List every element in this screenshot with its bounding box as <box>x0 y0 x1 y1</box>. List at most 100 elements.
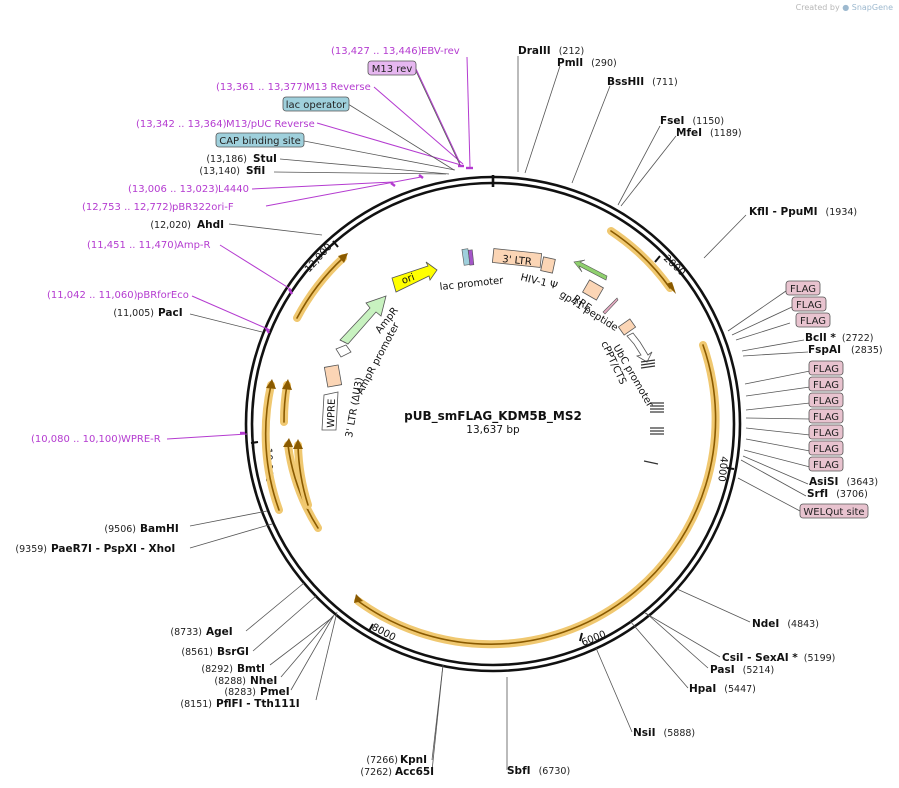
rre-block <box>582 279 604 301</box>
snapgene-credit: Created by ● SnapGene <box>796 3 893 12</box>
orf-arc-right-main <box>354 341 720 649</box>
flag-label-7: FLAG <box>813 412 839 423</box>
flag-label-1: FLAG <box>790 284 816 295</box>
credit-text: Created by <box>795 3 840 12</box>
welqut-site-label: WELQut site <box>803 507 864 518</box>
primer-lines <box>166 56 471 440</box>
enzyme-paci-pos: (11,005) <box>113 308 154 319</box>
enzyme-ndei: NdeI(4843) <box>752 618 819 630</box>
enzyme-acc65i-pos: (7262) <box>360 767 392 778</box>
enzyme-ahdi-pos: (12,020) <box>150 220 191 231</box>
primer-m13-puc-reverse: M13/pUC Reverse <box>226 119 315 130</box>
enzyme-kpni-pos: (7266) <box>366 755 398 766</box>
ltr3-block <box>491 248 543 268</box>
enzyme-agei-pos: (8733) <box>170 627 202 638</box>
primer-range-ebv-rev: (13,427 .. 13,446) <box>331 46 422 57</box>
plasmid-length: 13,637 bp <box>466 424 520 436</box>
orf-arcs <box>261 227 720 649</box>
enzyme-sfii: SfiI <box>246 165 265 177</box>
orf-arc-left-3 <box>261 379 283 514</box>
primer-wpre-r: WPRE-R <box>121 434 161 445</box>
credit-brand: SnapGene <box>851 3 893 12</box>
hiv-psi-label: HIV-1 Ψ <box>519 272 558 292</box>
ampr-arrow <box>339 295 387 345</box>
enzyme-kfli-ppumi: KflI - PpuMI(1934) <box>749 206 857 218</box>
ubc-promoter-arrow <box>626 332 653 363</box>
primer-range-amp-r: (11,451 .. 11,470) <box>87 240 178 251</box>
gp41-small-arrow <box>602 297 619 315</box>
enzyme-bmti: BmtI <box>237 663 265 675</box>
lac-operator-label: lac operator <box>286 100 347 111</box>
enzyme-bsrgi: BsrGI <box>217 646 249 658</box>
tick-6000-mark <box>579 632 583 642</box>
enzyme-sbfi: SbfI(6730) <box>507 765 570 777</box>
orf-arc-left-2 <box>293 439 312 509</box>
flag-label-3: FLAG <box>800 316 826 327</box>
primer-range-wpre-r: (10,080 .. 10,100) <box>31 434 122 445</box>
enzyme-bsshii: BssHII(711) <box>607 76 678 88</box>
primer-site-marks <box>240 164 473 435</box>
flag-label-5: FLAG <box>813 380 839 391</box>
enzyme-pmei-pos: (8283) <box>224 687 256 698</box>
tick-4000: 4000 <box>715 456 729 482</box>
cap-binding-site-label: CAP binding site <box>219 136 301 147</box>
snapgene-logo-icon: ● <box>842 3 852 12</box>
primer-ebv-rev: EBV-rev <box>421 46 460 57</box>
tick-12000-mark <box>332 240 339 248</box>
enzyme-asisi: AsiSI(3643) <box>809 476 878 488</box>
cppt-block <box>617 318 637 336</box>
ampr-dash <box>339 339 349 345</box>
enzyme-pasi: PasI(5214) <box>710 664 774 676</box>
enzyme-bcli: BclI *(2722) <box>805 332 873 344</box>
orf-arc-left-4 <box>279 379 292 426</box>
orf-arc-top-right <box>607 227 676 294</box>
enzyme-lines <box>189 56 811 772</box>
ltr3-label: 3' LTR <box>502 254 533 268</box>
primer-range-l4440: (13,006 .. 13,023) <box>128 184 219 195</box>
primer-amp-r: Amp-R <box>177 240 211 251</box>
plasmid-name: pUB_smFLAG_KDM5B_MS2 <box>404 409 582 424</box>
primer-m13-reverse: M13 Reverse <box>306 82 371 93</box>
tick-4000-mark <box>726 467 735 470</box>
primer-range-m13-puc-reverse: (13,342 .. 13,364) <box>136 119 227 130</box>
welqut-site-box <box>799 503 869 519</box>
gp41-arrow <box>573 259 608 281</box>
flag-label-2: FLAG <box>796 300 822 311</box>
enzyme-mfei: MfeI(1189) <box>676 127 742 139</box>
flag-label-9: FLAG <box>813 444 839 455</box>
enzyme-stui: StuI <box>253 153 277 165</box>
flag-boxes: FLAG FLAG FLAG FLAG FLAG FLAG FLAG FLAG … <box>785 280 844 472</box>
cap-binding-site-box <box>215 132 305 148</box>
enzyme-sfii-pos: (13,140) <box>199 166 240 177</box>
lac-promoter-label: lac promoter <box>439 275 505 293</box>
enzyme-srfi: SrfI(3706) <box>807 488 868 500</box>
ori-label: ori <box>400 272 416 287</box>
flag-label-8: FLAG <box>813 428 839 439</box>
wpre-block <box>321 391 339 431</box>
m13-rev-box <box>367 60 417 76</box>
enzyme-csii-sexai: CsiI - SexAI *(5199) <box>722 652 835 664</box>
enzyme-pflfi-tth111i-pos: (8151) <box>180 699 212 710</box>
enzyme-pmli: PmlI(290) <box>557 57 617 69</box>
ampr-promoter-arrow <box>335 344 352 358</box>
tick-8000-mark <box>368 623 374 632</box>
primer-pbr322ori-f: pBR322ori-F <box>172 202 234 213</box>
backbone <box>244 175 742 673</box>
enzyme-hpai: HpaI(5447) <box>689 683 756 695</box>
primer-labels: (13,427 .. 13,446) EBV-rev (13,361 .. 13… <box>31 46 460 445</box>
hiv-psi-block <box>540 256 556 274</box>
enzyme-bamhi-pos: (9506) <box>104 524 136 535</box>
enzyme-pflfi-tth111i: PflFI - Tth111I <box>216 698 300 710</box>
orf-arc-top-left <box>293 253 348 322</box>
enzyme-labels: DraIII(212) PmlI(290) BssHII(711) FseI(1… <box>15 45 882 778</box>
enzyme-agei: AgeI <box>206 626 233 638</box>
ori-arrow <box>391 261 438 293</box>
m13-site-block <box>467 249 475 266</box>
flag-site-marks <box>640 359 664 465</box>
primer-pbrforeco: pBRforEco <box>137 290 189 301</box>
ltr3-du3-label: 3' LTR (ΔU3) <box>344 376 365 438</box>
enzyme-nhei-pos: (8288) <box>214 676 246 687</box>
primer-range-pbr322ori-f: (12,753 .. 12,772) <box>82 202 173 213</box>
enzyme-fspai: FspAI(2835) <box>808 344 883 356</box>
